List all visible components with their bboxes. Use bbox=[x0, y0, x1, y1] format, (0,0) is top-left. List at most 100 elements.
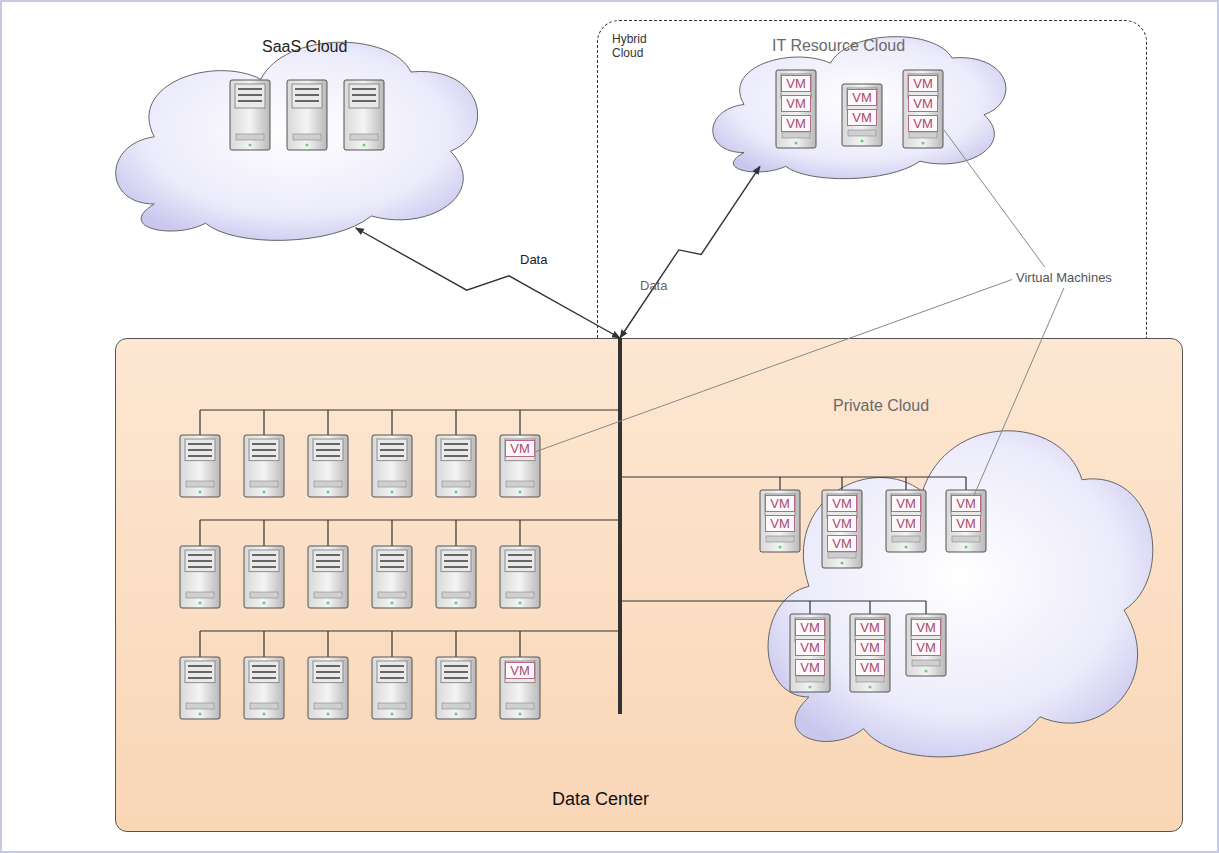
drive-bay bbox=[508, 554, 532, 556]
server-body bbox=[230, 80, 270, 150]
server-body bbox=[180, 546, 220, 608]
vm-label: VM bbox=[911, 639, 941, 656]
drive-bay bbox=[444, 671, 468, 673]
server-icon bbox=[822, 490, 862, 568]
server-icon bbox=[287, 80, 327, 150]
leader-line bbox=[972, 288, 1064, 500]
server-icon bbox=[308, 657, 348, 719]
drive-bay bbox=[252, 677, 276, 679]
network-wire bbox=[200, 409, 620, 410]
drive-bay bbox=[188, 677, 212, 679]
drive-bay bbox=[444, 560, 468, 562]
power-light bbox=[326, 601, 329, 604]
server-icon bbox=[244, 435, 284, 497]
vent bbox=[782, 132, 810, 138]
vm-label: VM bbox=[781, 75, 811, 92]
vm-label: VM bbox=[781, 115, 811, 132]
server-body bbox=[180, 657, 220, 719]
server-body bbox=[500, 657, 540, 719]
server-icon bbox=[760, 490, 800, 552]
drive-bay bbox=[188, 665, 212, 667]
vent bbox=[952, 536, 980, 542]
power-light bbox=[868, 685, 871, 688]
server-body bbox=[244, 657, 284, 719]
vm-label: VM bbox=[781, 95, 811, 112]
network-wire bbox=[905, 477, 906, 490]
vm-label: VM bbox=[908, 95, 938, 112]
server-body bbox=[180, 435, 220, 497]
vent bbox=[186, 592, 214, 598]
vent bbox=[856, 676, 884, 682]
power-light bbox=[326, 712, 329, 715]
drive-bay bbox=[380, 449, 404, 451]
drive-bay bbox=[316, 671, 340, 673]
power-light bbox=[860, 139, 863, 142]
server-panel bbox=[847, 88, 877, 110]
server-icon bbox=[372, 546, 412, 608]
cloud-shape bbox=[116, 42, 478, 240]
power-light bbox=[964, 545, 967, 548]
power-light bbox=[198, 601, 201, 604]
server-body bbox=[244, 435, 284, 497]
server-icon bbox=[308, 546, 348, 608]
server-panel bbox=[505, 550, 535, 572]
network-wire bbox=[779, 477, 780, 490]
server-panel bbox=[377, 661, 407, 683]
network-wire bbox=[519, 410, 520, 435]
power-light bbox=[454, 601, 457, 604]
network-wire bbox=[925, 601, 926, 614]
server-panel bbox=[377, 439, 407, 461]
edge-label: Data bbox=[640, 278, 667, 293]
power-light bbox=[518, 490, 521, 493]
server-body bbox=[850, 614, 890, 692]
drive-bay bbox=[444, 566, 468, 568]
power-light bbox=[518, 712, 521, 715]
drive-bay bbox=[252, 671, 276, 673]
leader-line bbox=[532, 280, 1012, 454]
vent bbox=[378, 703, 406, 709]
drive-bay bbox=[316, 443, 340, 445]
callout-label: Virtual Machines bbox=[1016, 270, 1112, 285]
node-title: Data Center bbox=[552, 789, 649, 810]
cloud-outline bbox=[746, 381, 1166, 776]
power-light bbox=[518, 601, 521, 604]
server-icon bbox=[436, 546, 476, 608]
power-light bbox=[248, 143, 251, 146]
server-body bbox=[790, 614, 830, 692]
server-body bbox=[372, 546, 412, 608]
drive-bay bbox=[380, 560, 404, 562]
server-panel bbox=[185, 439, 215, 461]
edge-label: Data bbox=[520, 252, 547, 267]
server-panel bbox=[235, 84, 265, 108]
power-light bbox=[390, 712, 393, 715]
network-wire bbox=[455, 520, 456, 546]
power-light bbox=[921, 141, 924, 144]
vm-label: VM bbox=[908, 75, 938, 92]
vent bbox=[912, 660, 940, 666]
network-wire bbox=[200, 519, 620, 520]
drive-bay bbox=[508, 566, 532, 568]
drive-bay bbox=[444, 443, 468, 445]
server-icon bbox=[344, 80, 384, 150]
server-panel bbox=[951, 494, 981, 516]
power-light bbox=[454, 490, 457, 493]
drive-bay bbox=[252, 665, 276, 667]
vm-label: VM bbox=[827, 495, 857, 512]
node-title: IT Resource Cloud bbox=[772, 37, 905, 55]
server-icon bbox=[244, 657, 284, 719]
drive-bay bbox=[252, 566, 276, 568]
server-icon bbox=[906, 614, 946, 676]
server-panel bbox=[441, 661, 471, 683]
power-light bbox=[840, 561, 843, 564]
server-panel bbox=[249, 439, 279, 461]
power-light bbox=[454, 712, 457, 715]
drive-bay bbox=[252, 554, 276, 556]
vent bbox=[766, 536, 794, 542]
power-light bbox=[305, 143, 308, 146]
drive-bay bbox=[252, 560, 276, 562]
vent bbox=[442, 481, 470, 487]
drive-bay bbox=[380, 677, 404, 679]
drive-bay bbox=[380, 671, 404, 673]
vent bbox=[796, 676, 824, 682]
